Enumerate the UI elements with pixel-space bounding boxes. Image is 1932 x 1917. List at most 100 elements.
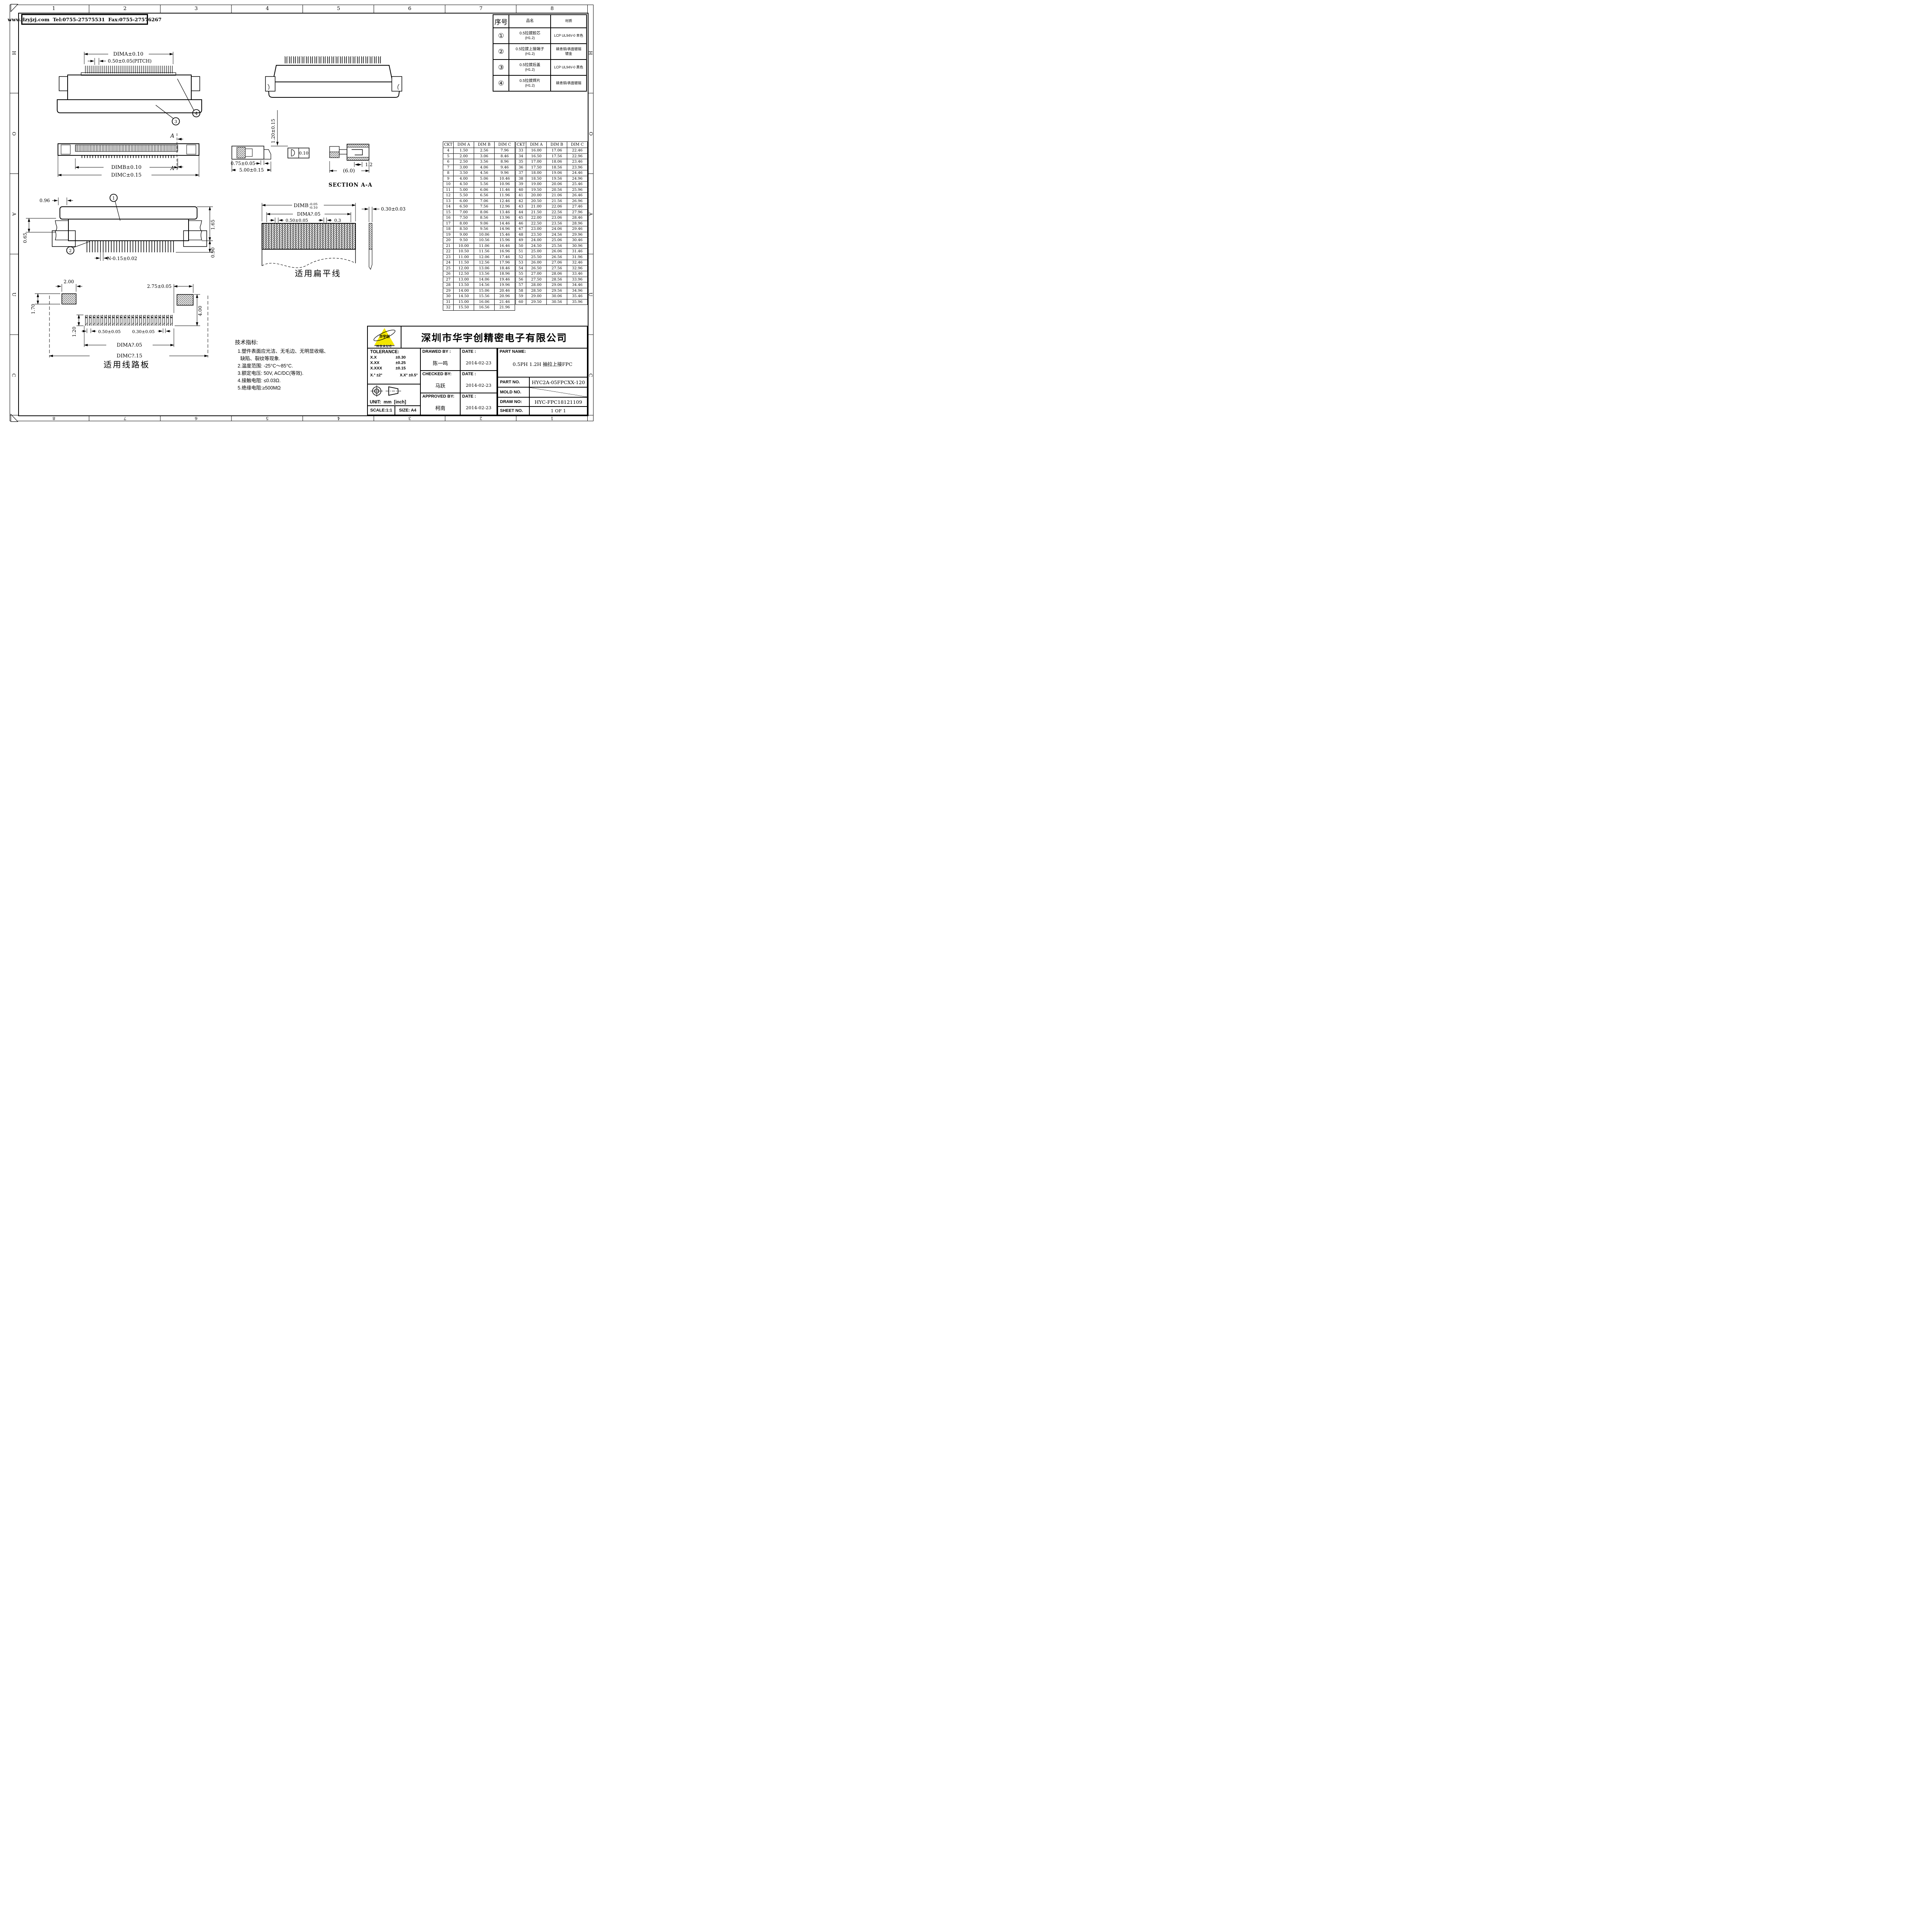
ckt-cell: 31.96 <box>567 254 588 260</box>
zone-strip-top: 1 2 3 4 5 6 7 8 <box>18 5 588 13</box>
tolerance-box: TOLERANCE: X.X±0.30 X.XX±0.25 X.XXX±0.15… <box>367 348 421 384</box>
ckt-cell: 15.56 <box>474 293 495 299</box>
ckt-cell: 25.46 <box>567 181 588 187</box>
ckt-cell: 41 <box>515 192 526 199</box>
bom-item-no: ③ <box>492 59 510 76</box>
ckt-cell: 3.00 <box>453 164 474 170</box>
ckt-cell: 52 <box>515 254 526 260</box>
ckt-cell: 21.46 <box>494 299 515 305</box>
logo-triangle <box>374 328 395 345</box>
tolerance-row: X.XX±0.25 <box>370 361 406 365</box>
ckt-cell: 13.06 <box>474 265 495 271</box>
ckt-cell: 57 <box>515 282 526 288</box>
ckt-cell: 15.46 <box>494 231 515 238</box>
ckt-cell: 17.50 <box>526 164 547 170</box>
date-label: DATE : <box>462 349 476 354</box>
dim-pcb-030: 0.30±0.05 <box>132 329 155 334</box>
ckt-cell: 19.46 <box>494 276 515 282</box>
ckt-cell: 8.46 <box>494 153 515 159</box>
ckt-cell: 44 <box>515 209 526 215</box>
ckt-cell: 14.06 <box>474 276 495 282</box>
ckt-cell: 27 <box>443 276 454 282</box>
ckt-cell: 20.06 <box>546 181 567 187</box>
bom-header-name: 品名 <box>509 14 551 28</box>
ckt-cell: 35 <box>515 159 526 165</box>
ckt-cell: 28.00 <box>526 282 547 288</box>
ckt-cell: 16.56 <box>474 304 495 311</box>
ckt-header: DIM A <box>526 141 547 148</box>
unit-label: UNIT: mm [inch] <box>370 400 406 405</box>
dim-pcb-dimc: DIMC?.15 <box>117 353 142 359</box>
ckt-cell: 33.96 <box>567 276 588 282</box>
ckt-cell: 11.50 <box>453 260 474 266</box>
ckt-cell: 22.56 <box>546 209 567 215</box>
ckt-cell: 7.50 <box>453 215 474 221</box>
ckt-cell: 31.46 <box>567 248 588 255</box>
view-front: DIMA±0.10 0.50±0.05(PITCH) 3 4 <box>57 51 202 126</box>
svg-text:3: 3 <box>175 119 177 124</box>
ckt-cell: 12 <box>443 192 454 199</box>
dim-096: 0.96 <box>39 198 50 203</box>
ckt-cell: 17.46 <box>494 254 515 260</box>
dim-ffc-dimb: DIMB <box>294 203 308 209</box>
ckt-cell: 11.56 <box>474 248 495 255</box>
section-letter-top: A <box>170 133 174 139</box>
ckt-cell: 14.96 <box>494 226 515 232</box>
technical-notes: 技术指标: 1.塑件表面应光洁、无毛边、无明显收缩、 缺陷、裂纹等现象. 2.温… <box>235 338 364 392</box>
svg-text:2: 2 <box>69 248 72 253</box>
ckt-cell: 48 <box>515 231 526 238</box>
ckt-cell: 21.56 <box>546 198 567 204</box>
bom-item-no: ② <box>492 43 510 60</box>
notes-title: 技术指标: <box>235 339 258 345</box>
dim-ffc-03: 0.3 <box>334 218 341 223</box>
ckt-header: CKT <box>515 141 526 148</box>
ckt-cell: 26.96 <box>567 198 588 204</box>
ckt-cell: 30 <box>443 293 454 299</box>
ckt-cell: 2.50 <box>453 159 474 165</box>
ckt-cell: 30.06 <box>546 293 567 299</box>
ckt-cell: 9.50 <box>453 237 474 243</box>
ckt-cell: 21.50 <box>526 209 547 215</box>
ckt-cell: 23.56 <box>546 220 567 226</box>
ckt-cell: 27.06 <box>546 260 567 266</box>
ckt-cell: 24.46 <box>567 170 588 176</box>
ckt-cell: 11.96 <box>494 192 515 199</box>
ckt-cell: 28.06 <box>546 271 567 277</box>
zone-number: 2 <box>123 6 127 12</box>
zone-number: 4 <box>265 6 269 12</box>
ckt-cell: 13.46 <box>494 209 515 215</box>
title-block: 华宇创 HOAUC 深圳市华宇创精密电子有限公司 TOLERANCE: X.X±… <box>367 326 588 415</box>
ckt-cell: 42 <box>515 198 526 204</box>
ckt-cell: 22.06 <box>546 204 567 210</box>
ckt-cell: 7.56 <box>474 204 495 210</box>
ckt-cell: 19 <box>443 231 454 238</box>
zone-number: 7 <box>479 6 483 12</box>
ckt-cell: 22 <box>443 248 454 255</box>
dim-12: 1.2 <box>365 162 372 167</box>
date-label: DATE : <box>462 372 476 376</box>
ckt-header: DIM C <box>567 141 588 148</box>
ckt-cell: 18.00 <box>526 170 547 176</box>
ckt-cell: 54 <box>515 265 526 271</box>
ckt-cell: 27.46 <box>567 204 588 210</box>
ckt-cell: 36 <box>515 164 526 170</box>
company-logo: 华宇创 HOAUC <box>367 326 401 349</box>
caption-flat-cable: 适用扁平线 <box>295 269 341 278</box>
approved-by-cell: APPROVED BY: 柯南 <box>420 393 461 415</box>
ckt-cell: 29.00 <box>526 293 547 299</box>
dim-ffc-050: 0.50±0.05 <box>286 218 308 223</box>
ckt-cell: 6.06 <box>474 187 495 193</box>
notes-line: 缺陷、裂纹等现象. <box>235 356 281 361</box>
caption-pcb: 适用线路板 <box>104 361 150 369</box>
ckt-cell: 55 <box>515 271 526 277</box>
